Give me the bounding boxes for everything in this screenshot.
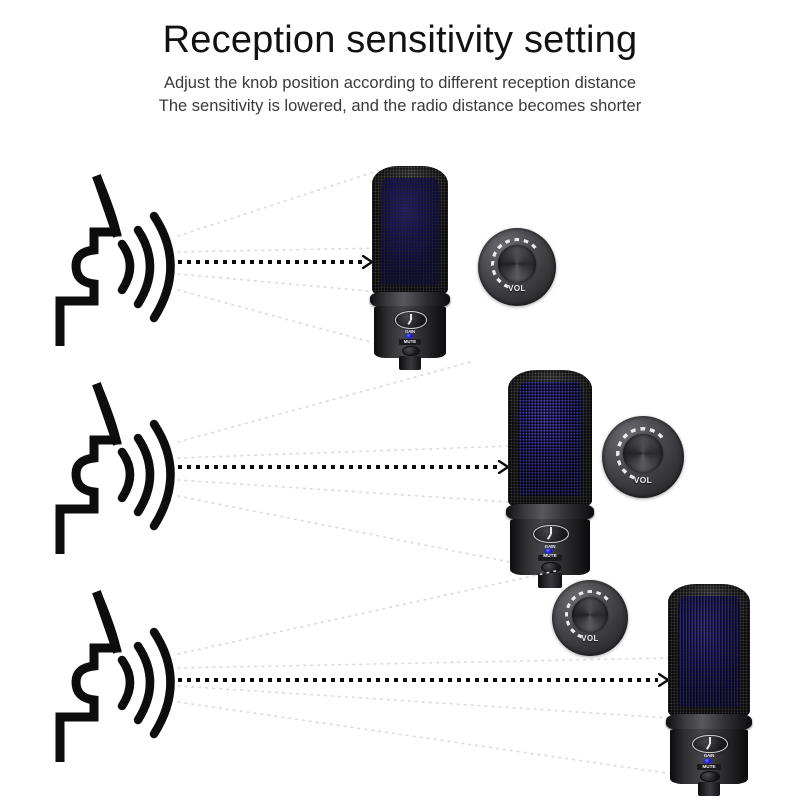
condenser-microphone-icon: GAIN MUTE [370,166,450,370]
sensitivity-row-medium: GAIN MUTE VOL [0,360,800,588]
knob-vol-label: VOL [633,474,653,485]
speaking-head-icon [42,582,192,762]
mic-body: GAIN MUTE [669,729,749,784]
condenser-microphone-icon: GAIN MUTE [506,370,594,588]
mic-mute-button[interactable] [541,561,561,573]
reception-arrow [178,459,511,475]
mic-grille [372,166,448,294]
guide-line-fan [0,568,800,779]
knob-cap[interactable] [498,245,536,283]
arrow-dotted-line [178,678,658,682]
mic-mute-button[interactable] [401,345,420,356]
mic-stem [697,782,721,796]
mic-gain-dial[interactable] [394,311,428,329]
mic-mute-label[interactable]: MUTE [697,764,721,771]
page-title: Reception sensitivity setting [162,19,638,61]
mic-led-indicator [545,549,553,554]
mic-mute-button[interactable] [700,770,720,782]
mic-blue-mesh [381,177,439,286]
knob-cap[interactable] [623,434,663,474]
speaking-head-icon [42,374,192,554]
guide-line-fan [0,360,800,570]
volume-knob-icon[interactable]: VOL [478,228,556,306]
condenser-microphone-icon: GAIN MUTE [666,584,752,796]
reception-arrow [178,254,375,270]
mic-collar [370,292,450,307]
knob-cap[interactable] [571,596,609,634]
volume-knob-icon[interactable]: VOL [552,580,628,656]
mic-stem [399,356,421,370]
mic-gain-label: GAIN [405,328,415,334]
sensitivity-row-far: GAIN MUTE VOL [0,152,800,370]
mic-gain-label: GAIN [544,543,556,549]
mic-mute-label[interactable]: MUTE [399,339,421,345]
subtitle-line-1: Adjust the knob position according to di… [163,74,637,92]
mic-gain-dial[interactable] [692,734,728,753]
mic-grille [508,370,592,506]
mic-stem [538,573,562,588]
mic-mute-label[interactable]: MUTE [537,555,563,561]
mic-body: GAIN MUTE [373,306,447,358]
mic-blue-mesh [518,382,582,497]
arrow-dotted-line [178,260,362,264]
sensitivity-row-near: VOL GAIN MUTE [0,568,800,796]
speaking-head-icon [42,166,192,346]
mic-gain-dial[interactable] [533,524,569,544]
mic-grille [668,584,750,716]
mic-collar [506,504,594,520]
mic-blue-mesh [677,595,741,707]
knob-vol-label: VOL [581,634,599,644]
mic-gain-label: GAIN [703,753,715,759]
mic-led-indicator [405,334,413,338]
mic-led-indicator [704,758,712,763]
arrow-dotted-line [178,465,498,469]
mic-collar [666,714,752,730]
reception-arrow [178,672,671,688]
mic-body: GAIN MUTE [509,519,591,575]
subtitle-line-2: The sensitivity is lowered, and the radi… [158,97,642,115]
volume-knob-icon[interactable]: VOL [602,416,684,498]
knob-vol-label: VOL [508,283,526,293]
header: Reception sensitivity setting Adjust the… [0,0,800,118]
